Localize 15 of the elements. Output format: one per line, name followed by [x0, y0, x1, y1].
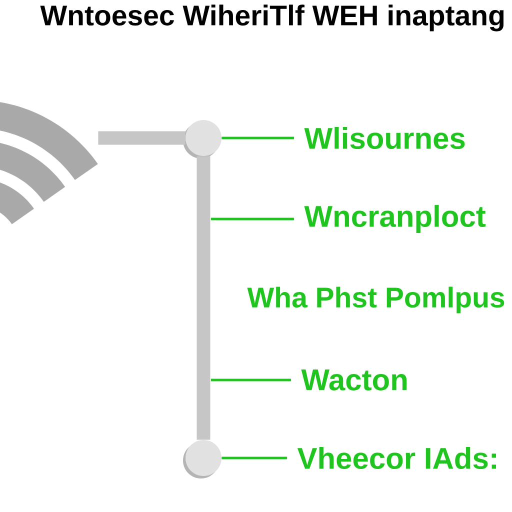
item-label: Vheecor IAds:: [297, 447, 496, 470]
item-label: Wacton: [301, 370, 407, 390]
leader-line: [211, 218, 294, 220]
connector-bar: [98, 131, 186, 145]
leader-line: [222, 136, 294, 140]
item-label: Wlisournes: [304, 126, 465, 150]
title: Wntoesec WiheriTlf WEH inaptang: [40, 4, 504, 32]
connector-bar: [196, 156, 210, 440]
wifi-icon: [0, 102, 98, 224]
item-label: Wncranploct: [304, 205, 486, 233]
joint-circle: [183, 120, 222, 158]
item-label: Wha Phst Pomlpus: [247, 286, 504, 314]
leader-line: [222, 456, 287, 460]
joint-circle: [183, 440, 222, 478]
leader-line: [211, 378, 291, 382]
